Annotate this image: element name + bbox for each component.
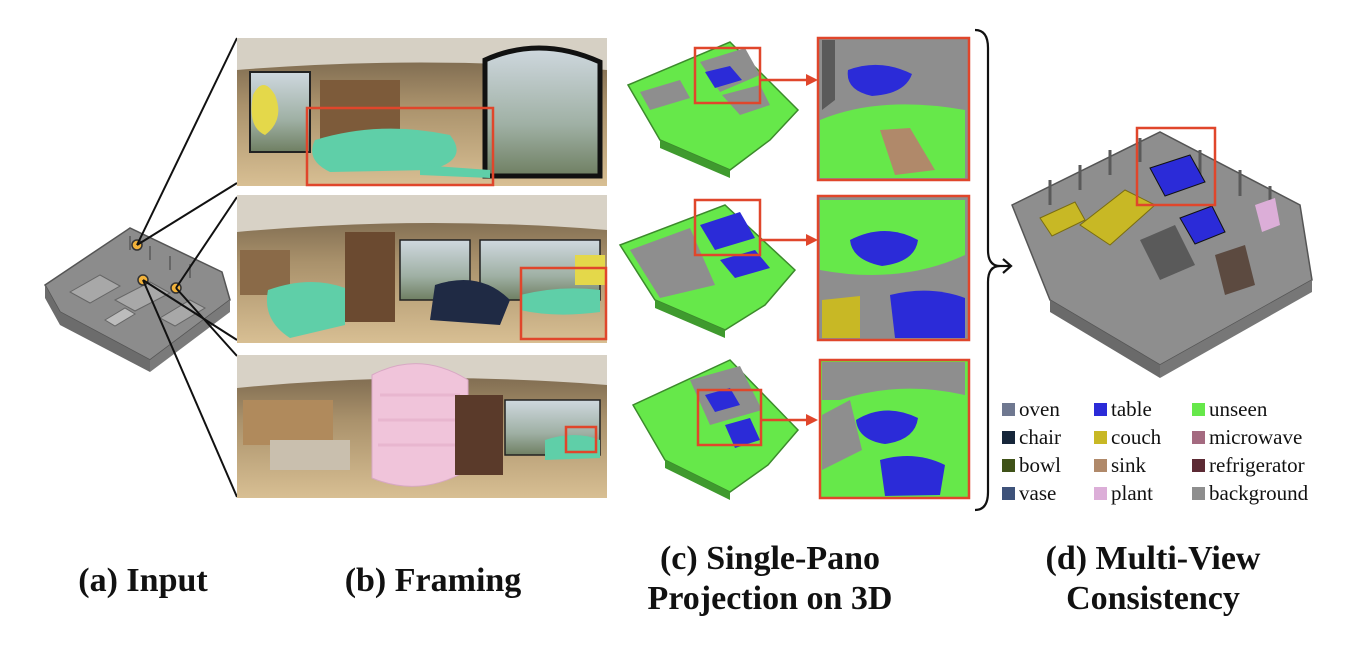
caption-framing: (b) Framing (344, 562, 522, 599)
projection-box-2 (693, 198, 762, 257)
legend-label: bowl (1019, 452, 1061, 477)
legend-swatch (1192, 430, 1205, 444)
legend-item-microwave: microwave (1192, 425, 1332, 449)
legend-swatch (1094, 486, 1107, 500)
panorama-3 (237, 355, 607, 498)
projection-row-1 (626, 36, 971, 182)
projection-row-2 (618, 194, 971, 342)
panorama-1 (237, 38, 607, 187)
legend-swatch (1094, 402, 1107, 416)
caption-multi-view-line2: Consistency (1066, 580, 1240, 617)
legend-label: refrigerator (1209, 452, 1305, 477)
legend-label: unseen (1209, 396, 1268, 421)
multi-view-mesh (1011, 126, 1313, 378)
legend-item-table: table (1094, 397, 1192, 421)
legend-swatch (1192, 458, 1205, 472)
legend-label: couch (1111, 424, 1162, 449)
legend-swatch (1094, 430, 1107, 444)
legend-swatch (1002, 430, 1015, 444)
legend-swatch (1002, 458, 1015, 472)
legend-swatch (1002, 402, 1015, 416)
input-mesh (44, 227, 231, 372)
caption-single-pano-line1: (c) Single-Pano (659, 540, 881, 577)
framing-box-1 (305, 106, 495, 187)
input-connector-lines (136, 37, 238, 498)
legend-label: chair (1019, 424, 1061, 449)
legend-label: background (1209, 480, 1309, 505)
legend-swatch (1002, 486, 1015, 500)
projection-box-3 (696, 388, 763, 447)
framing-box-3 (564, 425, 598, 454)
legend-item-couch: couch (1094, 425, 1192, 449)
legend-item-refrigerator: refrigerator (1192, 453, 1332, 477)
consistency-box (1135, 126, 1217, 207)
caption-input: (a) Input (78, 562, 208, 599)
legend-item-chair: chair (1002, 425, 1094, 449)
legend-item-vase: vase (1002, 481, 1094, 505)
projection-row-3 (631, 358, 971, 500)
merge-brace (974, 28, 1013, 512)
legend-label: table (1111, 396, 1152, 421)
panorama-2 (237, 195, 608, 343)
legend-label: plant (1111, 480, 1153, 505)
projection-box-1 (693, 46, 762, 105)
legend-label: vase (1019, 480, 1057, 505)
legend-swatch (1094, 458, 1107, 472)
legend-item-bowl: bowl (1002, 453, 1094, 477)
legend-label: oven (1019, 396, 1060, 421)
legend-item-plant: plant (1094, 481, 1192, 505)
legend-item-background: background (1192, 481, 1332, 505)
legend-swatch (1192, 402, 1205, 416)
legend-item-oven: oven (1002, 397, 1094, 421)
caption-single-pano-line2: Projection on 3D (647, 580, 893, 617)
framing-box-2 (519, 266, 608, 341)
legend-label: sink (1111, 452, 1147, 477)
legend-item-sink: sink (1094, 453, 1192, 477)
caption-multi-view-line1: (d) Multi-View (1045, 540, 1261, 577)
legend-item-unseen: unseen (1192, 397, 1332, 421)
legend-swatch (1192, 486, 1205, 500)
legend-label: microwave (1209, 424, 1303, 449)
legend: oven table unseen chair couch microwave bowl si… (1002, 397, 1332, 505)
